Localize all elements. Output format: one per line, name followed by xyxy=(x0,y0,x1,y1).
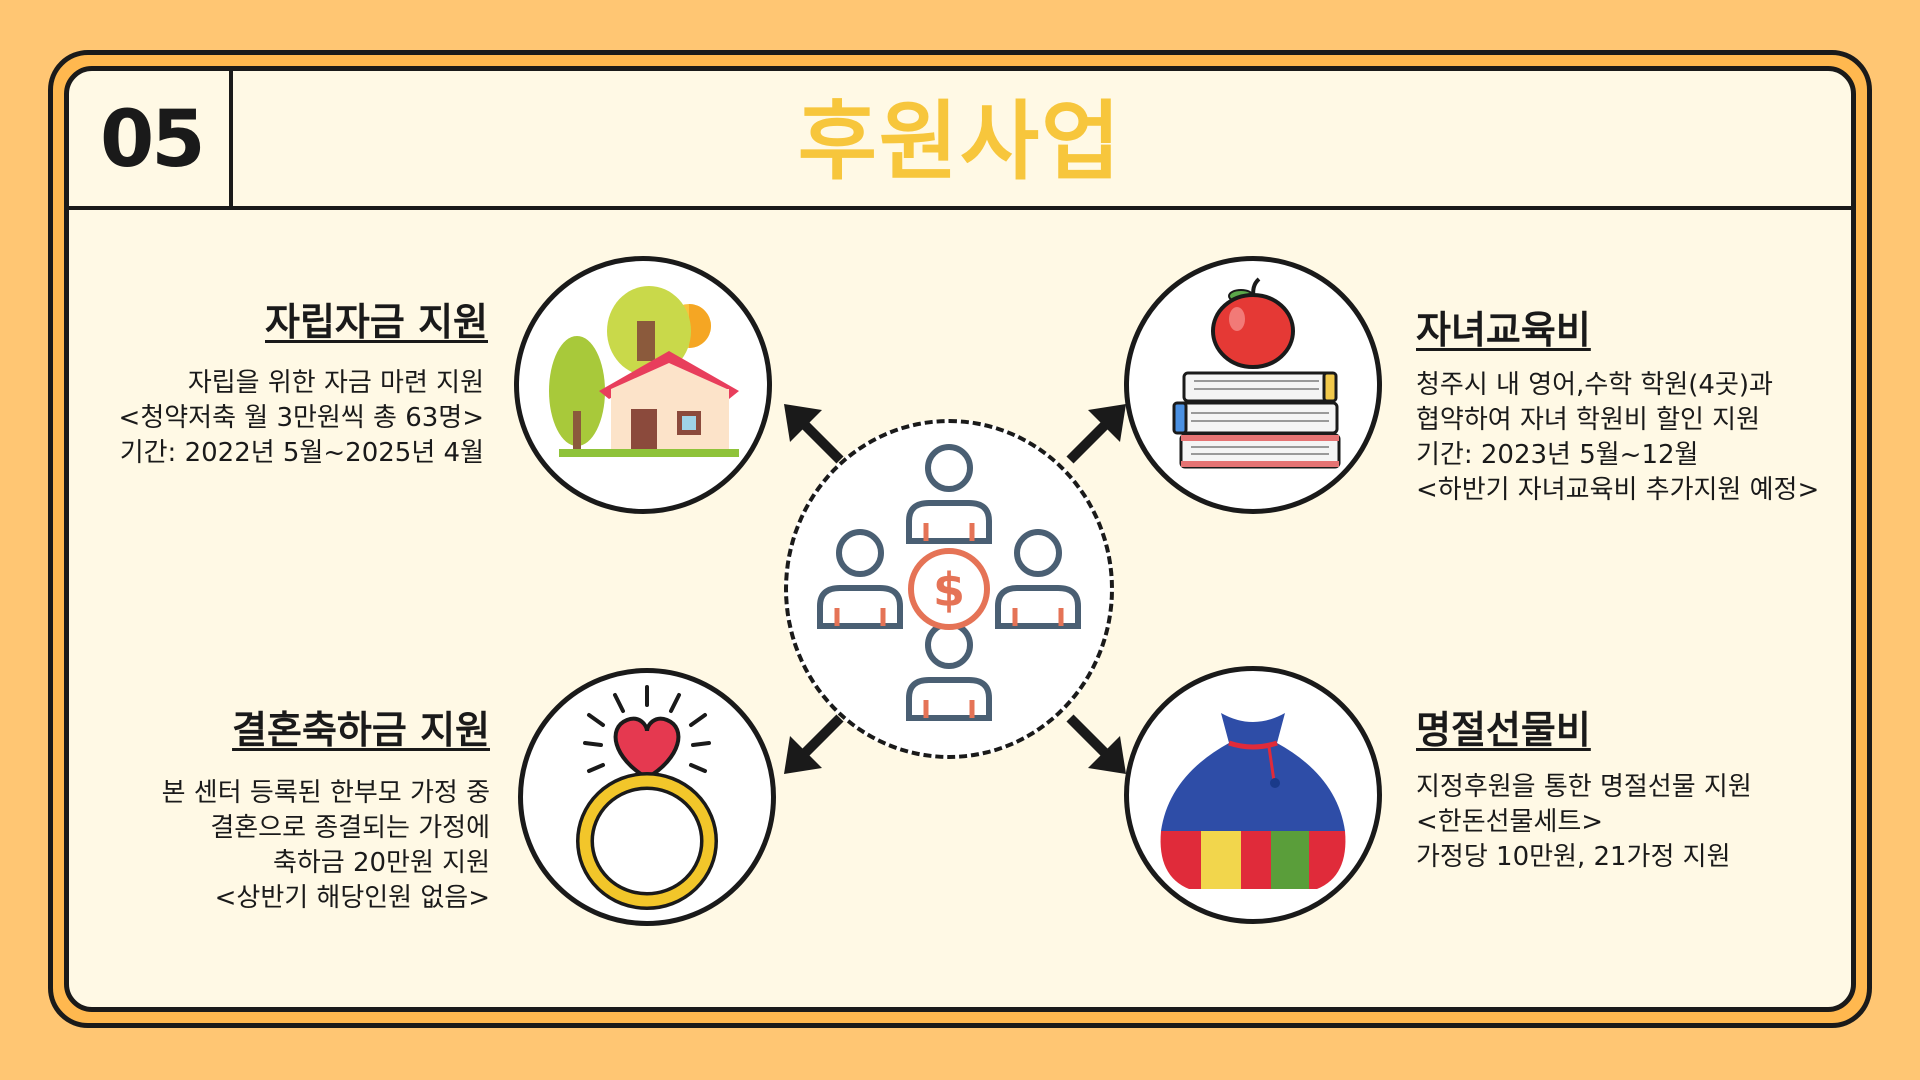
people-funding-icon: $ xyxy=(784,419,1114,759)
arrow-down-right-icon xyxy=(1066,714,1126,774)
marriage-title: 결혼축하금 지원 xyxy=(232,708,490,752)
marriage-desc: 본 센터 등록된 한부모 가정 중 결혼으로 종결되는 가정에 축하금 20만원… xyxy=(90,776,490,916)
desc-line: 본 센터 등록된 한부모 가정 중 xyxy=(161,778,490,808)
desc-line: 기간: 2023년 5월~12월 xyxy=(1416,440,1699,470)
desc-line: 축하금 20만원 지원 xyxy=(272,848,490,878)
house-with-trees-icon xyxy=(514,256,772,514)
desc-line: <상반기 해당인원 없음> xyxy=(214,883,490,913)
desc-line: 자립을 위한 자금 마련 지원 xyxy=(187,368,484,398)
child-education-title: 자녀교육비 xyxy=(1416,308,1591,352)
page-title: 후원사업 xyxy=(797,92,1123,192)
desc-line: 지정후원을 통한 명절선물 지원 xyxy=(1416,772,1752,802)
desc-line: 협약하여 자녀 학원비 할인 지원 xyxy=(1416,405,1761,435)
desc-line: 결혼으로 종결되는 가정에 xyxy=(210,813,490,843)
child-education-desc: 청주시 내 영어,수학 학원(4곳)과 협약하여 자녀 학원비 할인 지원 기간… xyxy=(1416,368,1856,508)
lucky-bag-icon xyxy=(1124,666,1382,924)
arrow-up-right-icon xyxy=(1066,404,1126,464)
apple-on-books-icon xyxy=(1124,256,1382,514)
number-divider xyxy=(229,70,233,210)
holiday-gift-title: 명절선물비 xyxy=(1416,708,1591,752)
desc-line: <한돈선물세트> xyxy=(1416,807,1604,837)
desc-line: 기간: 2022년 5월~2025년 4월 xyxy=(119,438,484,468)
header-divider xyxy=(69,206,1851,210)
desc-line: <하반기 자녀교육비 추가지원 예정> xyxy=(1416,475,1820,505)
self-reliance-desc: 자립을 위한 자금 마련 지원 <청약저축 월 3만원씩 총 63명> 기간: … xyxy=(80,366,484,471)
self-reliance-title: 자립자금 지원 xyxy=(265,300,488,344)
desc-line: 가정당 10만원, 21가정 지원 xyxy=(1416,842,1731,872)
arrow-down-left-icon xyxy=(784,714,844,774)
section-number: 05 xyxy=(100,95,206,185)
desc-line: <청약저축 월 3만원씩 총 63명> xyxy=(118,403,484,433)
heart-ring-icon xyxy=(518,668,776,926)
holiday-gift-desc: 지정후원을 통한 명절선물 지원 <한돈선물세트> 가정당 10만원, 21가정… xyxy=(1416,770,1856,875)
arrow-up-left-icon xyxy=(784,404,844,464)
svg-text:$: $ xyxy=(933,563,965,617)
desc-line: 청주시 내 영어,수학 학원(4곳)과 xyxy=(1416,370,1773,400)
